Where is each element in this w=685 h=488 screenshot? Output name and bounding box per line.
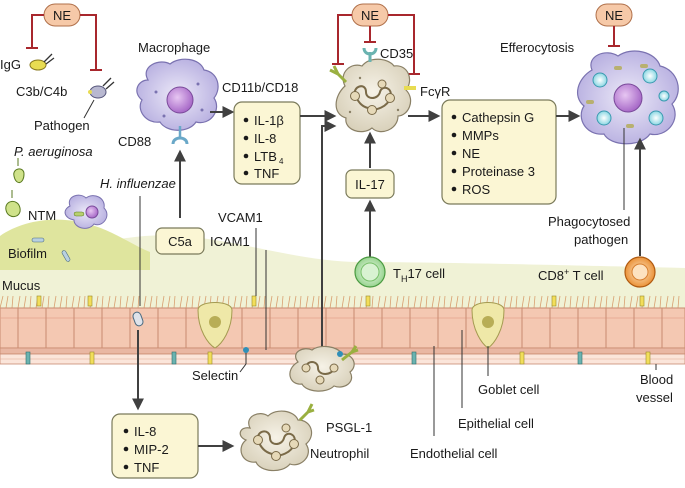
- p-aeruginosa-label: P. aeruginosa: [14, 144, 93, 159]
- pathogen-with-complement: [88, 77, 115, 99]
- h-influenzae-bacterium: [132, 311, 144, 327]
- il17-box: IL-17: [345, 169, 395, 199]
- biofilm-label: Biofilm: [8, 246, 47, 261]
- ltb4-subscript: 4: [279, 157, 284, 166]
- small-macrophage-ntm: [64, 194, 108, 229]
- protease-item-2: MMPs: [462, 128, 499, 143]
- cd35-label: CD35: [380, 46, 413, 61]
- cd8-t-cell: [624, 256, 656, 288]
- cytokine-item-4: TNF: [254, 166, 279, 181]
- protease-item-3: NE: [462, 146, 480, 161]
- lower-item-1: IL-8: [134, 424, 156, 439]
- adhesion-molecules: [25, 295, 651, 365]
- ne-inhibition-left: NE: [26, 3, 102, 71]
- cd11b-receptor: [329, 65, 348, 84]
- lower-item-2: MIP-2: [134, 442, 169, 457]
- protease-item-5: ROS: [462, 182, 491, 197]
- blood-vessel-label-line2: vessel: [636, 390, 673, 405]
- p-aeruginosa-bacterium: [13, 158, 25, 183]
- il17-label: IL-17: [355, 177, 385, 192]
- psgl1-label: PSGL-1: [326, 420, 372, 435]
- blood-vessel-label-line1: Blood: [640, 372, 673, 387]
- ntm-bacterium: [5, 190, 21, 217]
- c5a-label: C5a: [168, 234, 193, 249]
- cd11b-cd18-label: CD11b/CD18: [222, 80, 298, 95]
- protease-item-1: Cathepsin G: [462, 110, 534, 125]
- ne-label-center: NE: [361, 8, 379, 23]
- phagocytosed-label-line2: pathogen: [574, 232, 628, 247]
- cd88-receptor: [171, 126, 189, 145]
- igg-label: IgG: [0, 57, 21, 72]
- cd88-label: CD88: [118, 134, 151, 149]
- cilia: [0, 295, 680, 309]
- selectin-label: Selectin: [192, 368, 238, 383]
- cd8-label: CD8+ T cell: [538, 267, 604, 283]
- ne-label-right: NE: [605, 8, 623, 23]
- h-influenzae-label: H. influenzae: [100, 176, 176, 191]
- ne-inhibition-right: NE: [595, 3, 633, 47]
- selectin-molecule: [243, 347, 249, 364]
- phagocytosed-label-line1: Phagocytosed: [548, 214, 630, 229]
- endothelial-cell-label: Endothelial cell: [410, 446, 498, 461]
- macrophage-label: Macrophage: [138, 40, 210, 55]
- igg-molecule: [29, 53, 55, 71]
- cytokine-box: IL-1β IL-8 LTB 4 TNF: [233, 101, 301, 185]
- protease-item-4: Proteinase 3: [462, 164, 535, 179]
- th17-cell: [354, 256, 386, 288]
- mucus-label: Mucus: [2, 278, 41, 293]
- ne-label-left: NE: [53, 8, 71, 23]
- efferocytosis-label: Efferocytosis: [500, 40, 575, 55]
- epithelial-cell-label: Epithelial cell: [458, 416, 534, 431]
- c3b-c4b-label: C3b/C4b: [16, 84, 67, 99]
- lower-cytokine-box: IL-8 MIP-2 TNF: [111, 413, 199, 479]
- activated-neutrophil: [335, 58, 412, 133]
- cytokine-item-2: IL-8: [254, 131, 276, 146]
- ntm-label: NTM: [28, 208, 56, 223]
- goblet-cells: [197, 302, 505, 349]
- vcam1-label: VCAM1: [218, 210, 263, 225]
- neutrophil-label: Neutrophil: [310, 446, 369, 461]
- c5a-box: C5a: [155, 227, 205, 255]
- protease-box: Cathepsin G MMPs NE Proteinase 3 ROS: [441, 99, 557, 205]
- pathogen-label: Pathogen: [34, 118, 90, 133]
- macrophage-cell: [136, 58, 219, 131]
- bottom-neutrophil: [239, 403, 315, 472]
- th17-label: TH17 cell: [393, 266, 445, 284]
- cytokine-item-3: LTB: [254, 149, 277, 164]
- cytokine-item-1: IL-1β: [254, 113, 284, 128]
- ne-inhibition-center: NE: [332, 3, 420, 75]
- efferocytic-macrophage: [576, 50, 679, 145]
- biofilm-mass: [0, 219, 150, 270]
- rolling-neutrophil: [289, 345, 359, 392]
- cd35-receptor: [362, 47, 378, 62]
- fcgr-label: FcγR: [420, 84, 450, 99]
- goblet-cell-label: Goblet cell: [478, 382, 540, 397]
- epithelium: [0, 307, 685, 355]
- icam1-label: ICAM1: [210, 234, 250, 249]
- lower-item-3: TNF: [134, 460, 159, 475]
